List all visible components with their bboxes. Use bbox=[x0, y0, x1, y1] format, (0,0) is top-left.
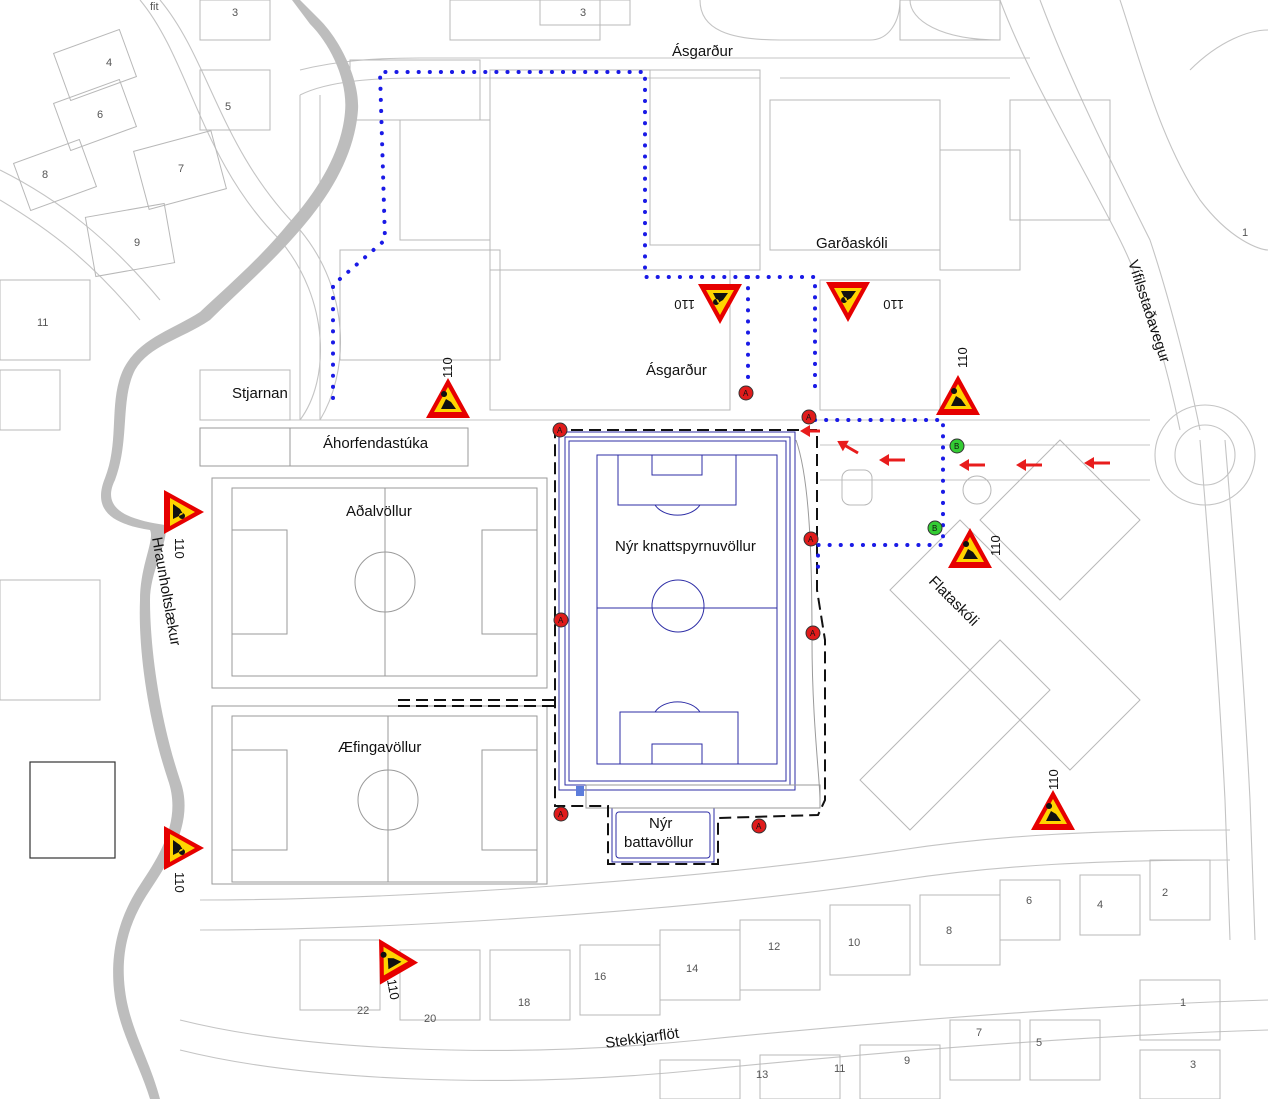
label-stjarnan: Stjarnan bbox=[232, 385, 288, 402]
label-aefingavollur: Æfingavöllur bbox=[338, 739, 421, 756]
svg-text:A: A bbox=[558, 616, 564, 625]
svg-text:1: 1 bbox=[1242, 227, 1248, 239]
svg-text:7: 7 bbox=[976, 1027, 982, 1039]
svg-text:A: A bbox=[557, 426, 563, 435]
svg-text:B: B bbox=[932, 524, 937, 533]
svg-text:20: 20 bbox=[424, 1013, 436, 1025]
construction-warning-icon bbox=[164, 490, 204, 534]
svg-text:9: 9 bbox=[134, 237, 140, 249]
svg-text:3: 3 bbox=[1190, 1059, 1196, 1071]
svg-text:fit: fit bbox=[150, 1, 159, 13]
walking-route bbox=[331, 70, 945, 572]
label-nyr-knattspyrnuvollur: Nýr knattspyrnuvöllur bbox=[615, 538, 756, 555]
svg-text:8: 8 bbox=[946, 925, 952, 937]
house-numbers: 3 3 fit 4 5 6 7 8 9 11 1 2 4 6 8 10 12 1… bbox=[37, 1, 1248, 1081]
label-adalvollur: Aðalvöllur bbox=[346, 503, 412, 520]
svg-text:1: 1 bbox=[1180, 997, 1186, 1009]
label-nyr-battavollur-2: battavöllur bbox=[624, 834, 693, 851]
svg-text:A: A bbox=[810, 629, 816, 638]
svg-text:3: 3 bbox=[580, 7, 586, 19]
marker-a: A bbox=[553, 806, 569, 822]
svg-text:5: 5 bbox=[225, 101, 231, 113]
new-football-pitch bbox=[558, 431, 821, 863]
svg-text:12: 12 bbox=[768, 941, 780, 953]
svg-text:6: 6 bbox=[1026, 895, 1032, 907]
svg-text:7: 7 bbox=[178, 163, 184, 175]
construction-warning-icon bbox=[948, 528, 992, 568]
construction-warning-icon bbox=[936, 375, 980, 415]
svg-text:A: A bbox=[743, 389, 749, 398]
construction-warning-icon bbox=[164, 826, 204, 870]
marker-a: A bbox=[738, 385, 754, 401]
sign-110-label: 110 bbox=[1046, 769, 1061, 790]
label-asgardur-mid: Ásgarður bbox=[646, 362, 707, 379]
sign-110-label: 110 bbox=[988, 535, 1003, 556]
construction-warning-icon bbox=[359, 927, 419, 985]
marker-a: A bbox=[801, 409, 817, 425]
label-nyr-battavollur-1: Nýr bbox=[649, 815, 672, 832]
marker-a: A bbox=[552, 422, 568, 438]
construction-fence bbox=[553, 429, 826, 865]
svg-text:6: 6 bbox=[97, 109, 103, 121]
warning-signs bbox=[164, 282, 1075, 985]
svg-text:A: A bbox=[558, 810, 564, 819]
svg-text:9: 9 bbox=[904, 1055, 910, 1067]
svg-text:18: 18 bbox=[518, 997, 530, 1009]
label-ahorfendastuka: Áhorfendastúka bbox=[323, 435, 429, 452]
svg-text:4: 4 bbox=[1097, 899, 1103, 911]
svg-text:13: 13 bbox=[756, 1069, 768, 1081]
gate-markers-b: B B bbox=[927, 438, 965, 536]
marker-b: B bbox=[949, 438, 965, 454]
sign-110-label: 110 bbox=[955, 347, 970, 368]
svg-text:11: 11 bbox=[37, 317, 48, 329]
sign-110-label: 110 bbox=[172, 872, 187, 893]
svg-text:8: 8 bbox=[42, 169, 48, 181]
sign-110-label: 110 bbox=[674, 297, 695, 312]
label-vifilsstadavegur: Vífilsstaðavegur bbox=[1124, 258, 1173, 365]
svg-text:2: 2 bbox=[1162, 887, 1168, 899]
sign-110-label: 110 bbox=[883, 297, 904, 312]
label-flataskoli: Flataskóli bbox=[925, 573, 982, 630]
svg-text:11: 11 bbox=[834, 1063, 845, 1075]
traffic-arrows bbox=[800, 425, 1110, 471]
construction-fence-spur bbox=[398, 699, 555, 707]
sign-110-label: 110 bbox=[384, 978, 402, 1001]
marker-a: A bbox=[751, 818, 767, 834]
construction-warning-icon bbox=[426, 378, 470, 418]
svg-text:10: 10 bbox=[848, 937, 860, 949]
svg-text:14: 14 bbox=[686, 963, 698, 975]
marker-b: B bbox=[927, 520, 943, 536]
svg-text:3: 3 bbox=[232, 7, 238, 19]
svg-text:16: 16 bbox=[594, 971, 606, 983]
sports-fields bbox=[199, 427, 548, 885]
construction-warning-icon bbox=[698, 284, 742, 324]
marker-a: A bbox=[553, 612, 569, 628]
svg-text:A: A bbox=[806, 413, 812, 422]
sign-110-label: 110 bbox=[440, 357, 455, 378]
svg-text:B: B bbox=[954, 442, 959, 451]
svg-text:22: 22 bbox=[357, 1005, 369, 1017]
label-gardaskoli: Garðaskóli bbox=[816, 235, 888, 252]
svg-text:A: A bbox=[808, 535, 814, 544]
stream bbox=[101, 0, 359, 1099]
label-stekkjarflot: Stekkjarflöt bbox=[604, 1025, 681, 1052]
svg-text:4: 4 bbox=[106, 57, 112, 69]
label-asgardur-top: Ásgarður bbox=[672, 43, 733, 60]
construction-warning-icon bbox=[826, 282, 870, 322]
svg-text:5: 5 bbox=[1036, 1037, 1042, 1049]
gate-markers-a: A A A A A A A A bbox=[552, 385, 821, 834]
marker-a: A bbox=[803, 531, 819, 547]
svg-text:A: A bbox=[756, 822, 762, 831]
speed-labels: 110 110 110 110 110 110 110 110 110 bbox=[172, 297, 1061, 1001]
construction-warning-icon bbox=[1031, 790, 1075, 830]
marker-a: A bbox=[805, 625, 821, 641]
sign-110-label: 110 bbox=[172, 538, 187, 559]
